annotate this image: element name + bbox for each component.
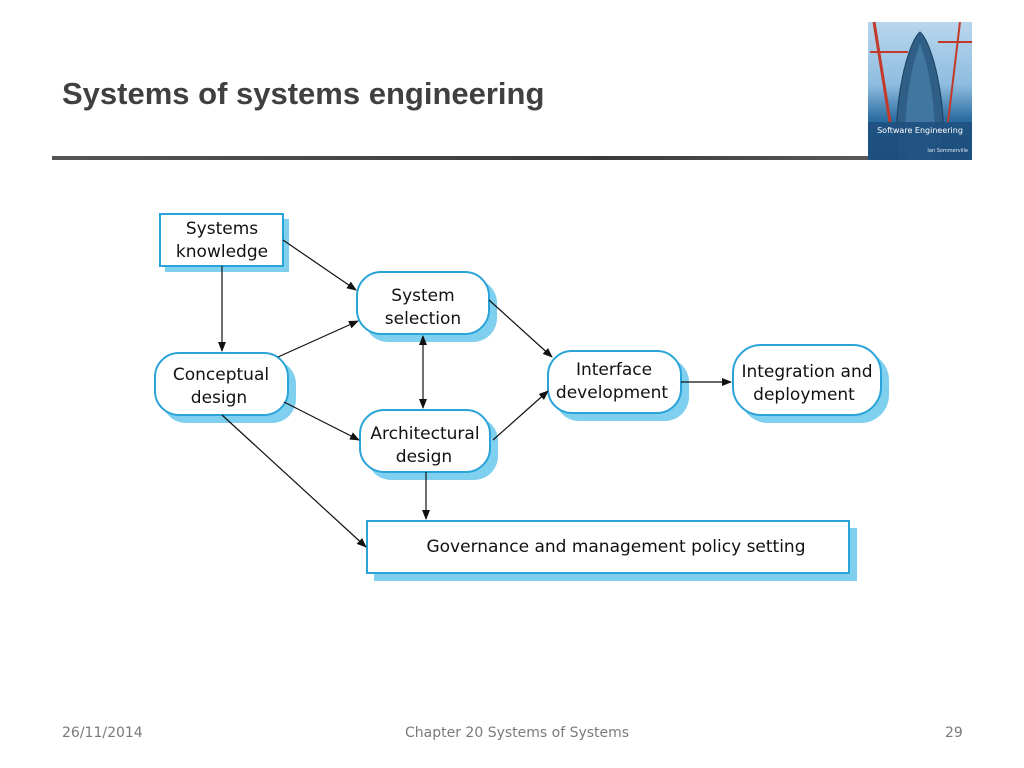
node-integration-deployment: Integration and deployment bbox=[732, 344, 889, 423]
node-systems-knowledge-line2: knowledge bbox=[176, 242, 268, 262]
node-architectural-design: Architectural design bbox=[359, 409, 498, 480]
book-author: Ian Sommerville bbox=[927, 148, 968, 154]
footer-date: 26/11/2014 bbox=[62, 725, 143, 741]
node-systems-knowledge: Systems knowledge bbox=[159, 213, 289, 272]
gherkin-building-graphic bbox=[868, 22, 972, 160]
footer-page-number: 29 bbox=[945, 725, 963, 741]
node-interface-development-line1: Interface bbox=[576, 360, 652, 380]
node-integration-deployment-line2: deployment bbox=[753, 385, 855, 405]
slide-title: Systems of systems engineering bbox=[62, 76, 545, 111]
book-cover-image: Software Engineering Ian Sommerville bbox=[868, 22, 972, 160]
node-system-selection-line1: System bbox=[391, 286, 454, 306]
arrow-conceptual-to-governance bbox=[221, 414, 367, 548]
node-system-selection-line2: selection bbox=[385, 309, 461, 329]
arrow-knowledge-to-selection bbox=[282, 239, 357, 291]
node-governance: Governance and management policy setting bbox=[366, 520, 857, 581]
node-governance-label: Governance and management policy setting bbox=[426, 537, 805, 557]
node-interface-development: Interface development bbox=[547, 350, 689, 421]
node-system-selection: System selection bbox=[356, 271, 497, 342]
node-conceptual-design: Conceptual design bbox=[154, 352, 296, 423]
node-integration-deployment-line1: Integration and bbox=[741, 362, 872, 382]
node-conceptual-design-line1: Conceptual bbox=[173, 365, 269, 385]
footer-chapter: Chapter 20 Systems of Systems bbox=[405, 725, 630, 741]
node-architectural-design-line2: design bbox=[396, 447, 452, 467]
node-conceptual-design-line2: design bbox=[191, 388, 247, 408]
arrow-selection-to-interface bbox=[488, 299, 553, 358]
node-architectural-design-line1: Architectural bbox=[370, 424, 479, 444]
arrow-conceptual-to-selection bbox=[277, 320, 359, 358]
node-interface-development-line2: development bbox=[556, 383, 668, 403]
arrow-conceptual-to-architectural bbox=[283, 401, 360, 441]
node-systems-knowledge-line1: Systems bbox=[186, 219, 258, 239]
book-title: Software Engineering bbox=[877, 126, 963, 135]
arrow-architectural-to-interface bbox=[492, 390, 549, 441]
title-divider bbox=[52, 156, 972, 160]
